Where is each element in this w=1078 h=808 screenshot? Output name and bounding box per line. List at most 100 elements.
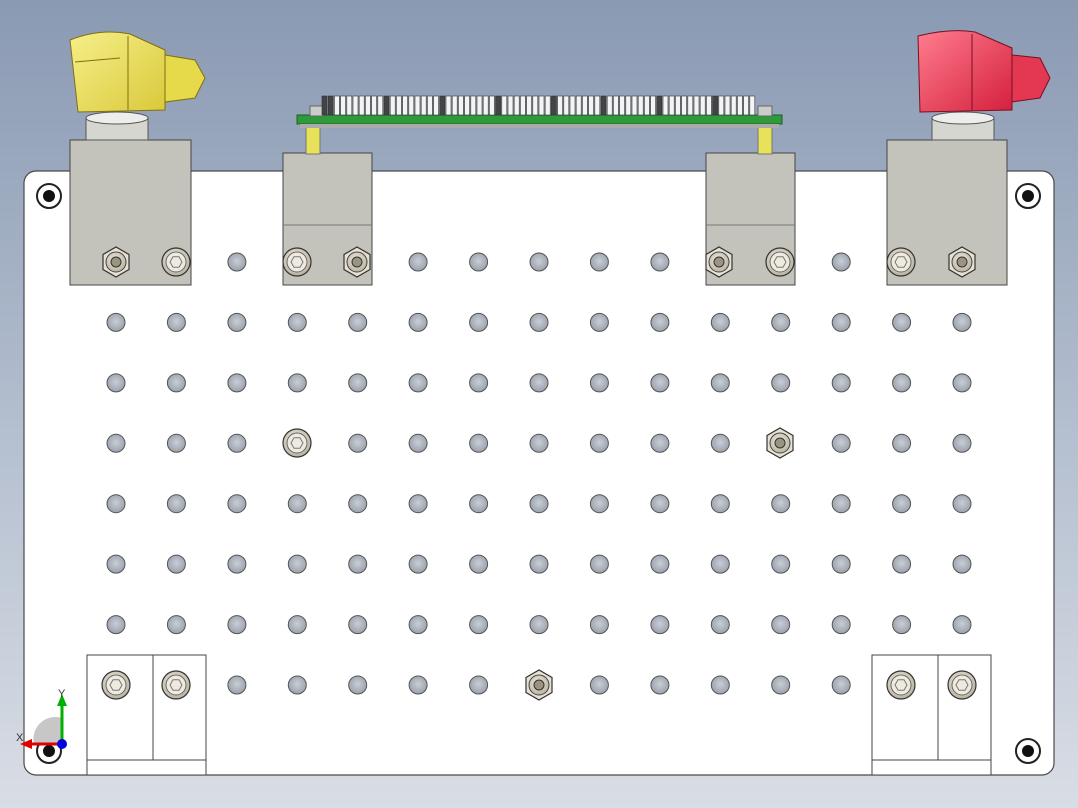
mounting-hole xyxy=(227,615,247,635)
pcb-header-pin xyxy=(588,95,594,116)
pcb-header-pin xyxy=(346,95,353,116)
mounting-hole xyxy=(287,494,307,514)
pcb-header-pin xyxy=(712,95,718,116)
mounting-hole xyxy=(166,433,186,453)
pcb-header-pin xyxy=(365,95,371,116)
pcb-header-pin xyxy=(668,95,675,116)
coordinate-triad: X Y xyxy=(14,688,74,758)
pcb-header-pin xyxy=(507,95,514,116)
pcb-header-pin xyxy=(575,95,582,116)
pcb-header-pin xyxy=(631,95,638,116)
left-yellow-connector xyxy=(69,31,206,141)
pcb-header-pin xyxy=(408,95,415,116)
pcb-header-pin xyxy=(619,95,625,116)
mounting-hole xyxy=(408,615,428,635)
corner-hole-top-left xyxy=(36,183,62,209)
triad-icon xyxy=(20,694,67,749)
pcb-header-pin xyxy=(693,95,700,116)
socket-screw xyxy=(947,670,977,700)
hex-nut xyxy=(525,669,553,701)
pcb-header-pin xyxy=(501,95,508,116)
pcb-header-pin xyxy=(464,95,470,116)
mounting-hole xyxy=(408,494,428,514)
mounting-hole xyxy=(892,554,912,574)
mounting-hole xyxy=(469,554,489,574)
mounting-hole xyxy=(529,615,549,635)
bottom-left-clamp-block xyxy=(86,654,207,776)
mounting-hole xyxy=(287,312,307,332)
mounting-hole xyxy=(529,433,549,453)
mounting-hole xyxy=(166,554,186,574)
mounting-hole xyxy=(227,252,247,272)
pcb-header-pin xyxy=(427,95,433,116)
pcb-header-pin xyxy=(383,95,390,116)
hex-nut xyxy=(343,246,371,278)
mounting-hole xyxy=(408,554,428,574)
mounting-hole xyxy=(710,554,730,574)
pcb-header-pin xyxy=(470,95,477,116)
mounting-hole xyxy=(771,554,791,574)
mounting-hole xyxy=(166,615,186,635)
mounting-hole xyxy=(589,312,609,332)
pcb-header-pin xyxy=(377,95,384,116)
mounting-hole xyxy=(589,675,609,695)
mounting-hole xyxy=(831,554,851,574)
hole-grid xyxy=(106,252,972,695)
pcb-header-pin xyxy=(600,95,607,116)
pcb-header-pin xyxy=(681,95,687,116)
x-axis-label: X xyxy=(16,732,24,744)
mounting-hole xyxy=(952,312,972,332)
pcb-header-pin xyxy=(544,95,551,116)
mounting-hole xyxy=(348,615,368,635)
pcb-header-pin xyxy=(675,95,681,116)
mounting-hole xyxy=(771,675,791,695)
pcb-header-pin xyxy=(445,95,452,116)
socket-screw xyxy=(101,670,131,700)
pcb-header-pin xyxy=(532,95,539,116)
mounting-hole xyxy=(589,494,609,514)
mounting-hole xyxy=(287,373,307,393)
pcb-header-pin xyxy=(613,95,619,116)
mounting-hole xyxy=(589,252,609,272)
mounting-hole xyxy=(710,494,730,514)
mounting-hole xyxy=(831,675,851,695)
mounting-hole xyxy=(287,615,307,635)
mounting-hole xyxy=(227,373,247,393)
mounting-hole xyxy=(892,373,912,393)
pcb-header-pin xyxy=(358,95,365,116)
mounting-hole xyxy=(650,615,670,635)
pcb-header-pin xyxy=(439,95,446,116)
mounting-hole xyxy=(469,494,489,514)
mounting-hole xyxy=(589,373,609,393)
pcb-header-pin xyxy=(476,95,483,116)
mounting-hole xyxy=(348,373,368,393)
mounting-hole xyxy=(650,252,670,272)
y-axis-label: Y xyxy=(58,688,66,700)
mounting-hole xyxy=(166,494,186,514)
pcb-header-pin xyxy=(340,95,346,116)
pcb-header-pin xyxy=(482,95,489,116)
pcb-header-pin xyxy=(458,95,464,116)
pcb-header-pin xyxy=(637,95,644,116)
pcb-header-pin xyxy=(644,95,650,116)
mounting-hole xyxy=(831,433,851,453)
pcb-header-pin xyxy=(489,95,495,116)
pcb-header-pin xyxy=(656,95,663,116)
mounting-hole xyxy=(771,615,791,635)
socket-screw xyxy=(282,247,312,277)
mounting-hole xyxy=(589,615,609,635)
socket-screw xyxy=(282,428,312,458)
pcb-header-pin xyxy=(321,95,328,116)
mounting-hole xyxy=(892,615,912,635)
pcb-header-pin xyxy=(737,95,743,116)
hex-nut xyxy=(948,246,976,278)
mounting-hole xyxy=(589,554,609,574)
mounting-hole xyxy=(348,433,368,453)
pcb-header-pin xyxy=(662,95,669,116)
mounting-hole xyxy=(287,554,307,574)
mounting-hole xyxy=(348,312,368,332)
mounting-hole xyxy=(348,675,368,695)
pcb-header-pin xyxy=(495,95,501,116)
